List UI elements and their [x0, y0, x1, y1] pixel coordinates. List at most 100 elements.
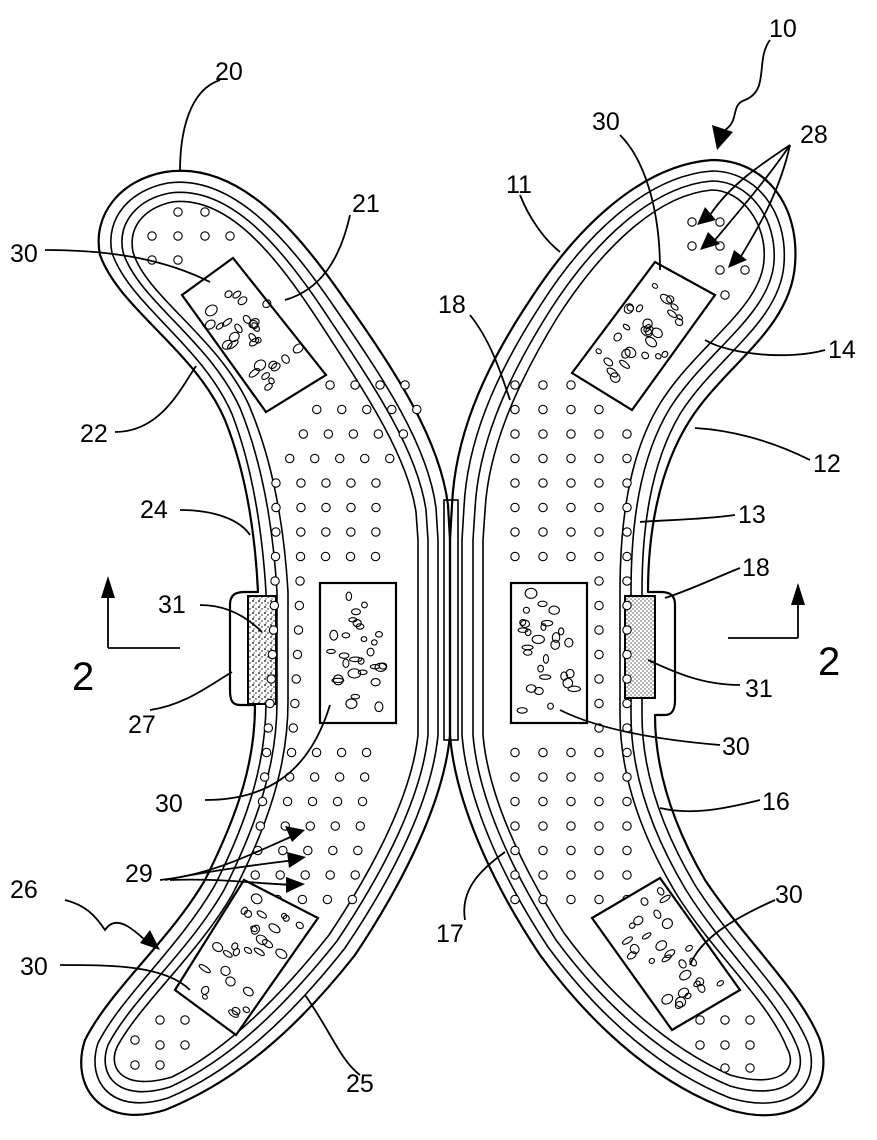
perforation-dot [594, 698, 604, 709]
perforation-dot [720, 1063, 730, 1073]
pebble [242, 1006, 251, 1014]
pebble [361, 601, 368, 609]
pebble [697, 983, 706, 993]
pebble [677, 987, 690, 998]
perforation-dot [345, 551, 356, 562]
perforation-dot [622, 870, 632, 880]
pebble [281, 354, 291, 364]
perforation-dot [510, 453, 520, 464]
perforation-dot [270, 551, 281, 562]
perforation-dot [594, 894, 604, 905]
perforation-dot [265, 698, 275, 709]
leader-26 [64, 899, 151, 946]
perforation-dot [336, 747, 347, 758]
perforation-dot [398, 429, 409, 439]
leader-14 [704, 339, 826, 357]
arrowhead-28a [697, 207, 716, 225]
perforation-dot [622, 845, 632, 856]
perforation-dot [715, 265, 725, 275]
pebble [666, 295, 675, 304]
label-30-right-middle: 30 [722, 733, 750, 761]
leader-18-tab [664, 567, 741, 599]
perforation-dot [250, 870, 260, 880]
perforation-dot [173, 231, 183, 241]
perforation-dot [357, 796, 368, 807]
label-12: 12 [813, 450, 841, 478]
pebble [350, 693, 361, 700]
perforation-dot [622, 674, 632, 684]
perforation-dot [594, 870, 604, 880]
label-31-right: 31 [745, 675, 773, 703]
pebble [250, 893, 263, 905]
pebble [653, 909, 662, 919]
leader-11 [519, 194, 561, 253]
pebble [295, 921, 304, 930]
perforation-dot [566, 747, 576, 758]
section-line-right [728, 585, 799, 639]
pebble [641, 932, 652, 940]
perforation-dot [594, 796, 604, 807]
pebble [640, 326, 653, 337]
pebble [201, 994, 208, 1000]
pebble [374, 631, 384, 638]
pebble [348, 617, 358, 623]
pebble [256, 910, 267, 919]
perforation-dot [594, 845, 604, 856]
label-20: 20 [215, 58, 243, 86]
perforation-dot [538, 404, 548, 415]
leader-lines [44, 39, 826, 1076]
pebble [222, 950, 233, 958]
perforation-dot [594, 772, 604, 782]
pebble [684, 992, 692, 1000]
perforation-dot [566, 429, 576, 439]
perforation-dot [271, 478, 281, 488]
leader-31-left [199, 604, 263, 633]
pebble [198, 963, 211, 974]
perforation-dot [200, 207, 210, 217]
perforation-dot [594, 502, 604, 513]
perforation-dot [594, 821, 604, 831]
perforation-dot [261, 747, 272, 758]
pebble [623, 303, 634, 314]
perforation-dot [359, 772, 370, 782]
leader-25 [304, 994, 361, 1076]
pebble [243, 909, 253, 918]
leader-29c [169, 878, 296, 886]
perforation-dot [292, 649, 303, 660]
perforation-dot [538, 502, 548, 513]
perforation-dot [334, 453, 345, 464]
pebble [231, 942, 239, 951]
perforation-dot [622, 453, 632, 464]
perforation-dot [371, 478, 381, 488]
pebble-cluster [326, 591, 388, 713]
perforation-dot [257, 796, 268, 807]
pebble [641, 351, 650, 360]
perforation-dot [538, 821, 548, 831]
perforation-dot [622, 600, 632, 611]
perforation-dot [355, 821, 366, 831]
pebble [224, 290, 233, 299]
perforation-dot [353, 845, 363, 856]
label-22: 22 [80, 420, 108, 448]
pebble [348, 656, 363, 663]
pebble [633, 915, 644, 926]
perforation-dot [510, 870, 520, 880]
leader-10 [724, 39, 771, 131]
leader-31-right [647, 659, 741, 686]
pebble [675, 996, 687, 1008]
pebble [204, 319, 216, 330]
pebble [519, 618, 527, 626]
leader-27 [149, 671, 233, 711]
leader-30-right-top [619, 134, 661, 271]
perforation-dot [332, 796, 343, 807]
pebble [595, 348, 602, 355]
arrowhead-28b [700, 232, 720, 250]
perforation-dot [155, 1060, 165, 1070]
pebble [261, 939, 274, 949]
perforation-dot [566, 821, 576, 831]
pebble [374, 701, 384, 713]
label-30-left-middle: 30 [155, 790, 183, 818]
center-hinge [443, 499, 459, 741]
label-30-left-bottom: 30 [20, 953, 48, 981]
perforation-dot [594, 576, 604, 586]
